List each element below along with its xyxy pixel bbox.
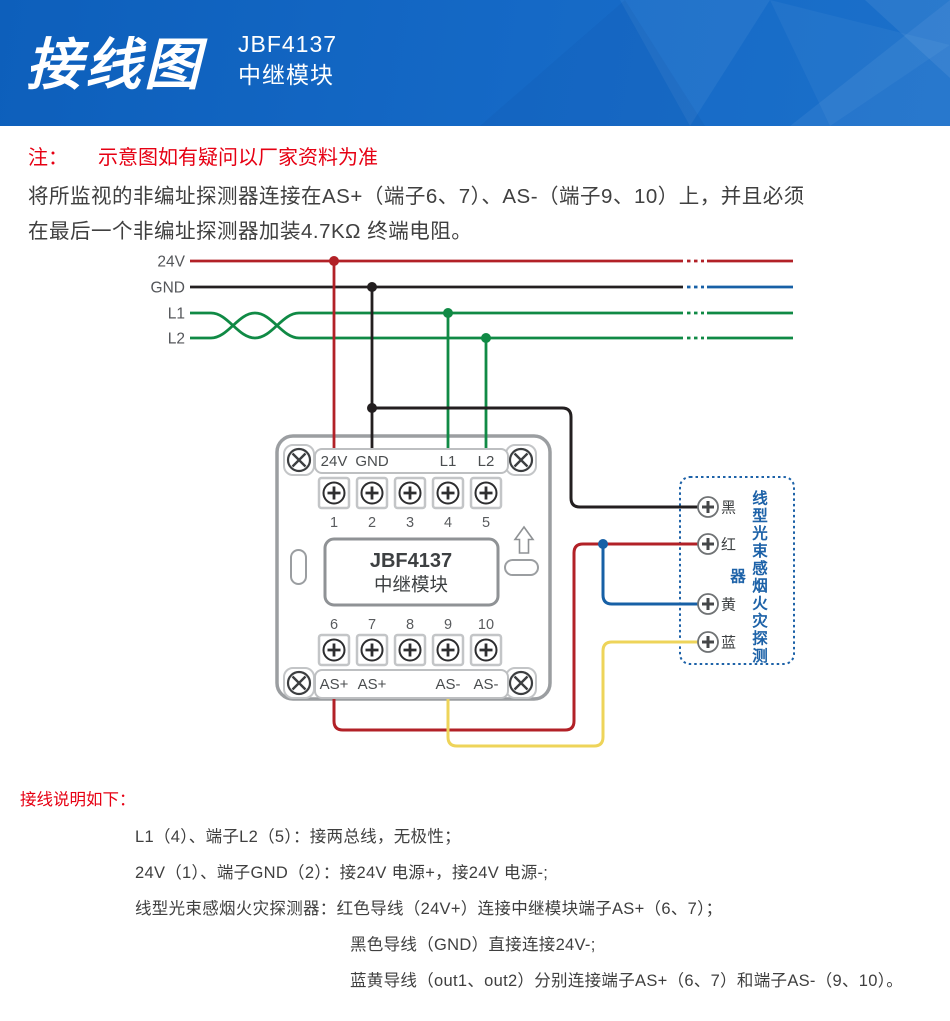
terminal-screw-7: [355, 633, 389, 667]
junction-dot-gnd-branch: [367, 403, 377, 413]
detector-box: [679, 476, 795, 665]
bus-label-l1: L1: [168, 306, 185, 323]
bus-label-gnd: GND: [151, 280, 185, 297]
terminal-screw-8: [393, 633, 427, 667]
terminal-number: 6: [330, 617, 338, 633]
terminal-label-as-plus: AS+: [320, 676, 349, 693]
bottom-terminal-strip: [314, 669, 509, 699]
terminal-number: 10: [478, 617, 494, 633]
left-notch: [290, 549, 307, 585]
note-body-line-2: 在最后一个非编址探测器加装4.7KΩ 终端电阻。: [28, 220, 473, 243]
module-model-text: JBF4137: [370, 550, 452, 572]
terminal-label-as-minus: AS-: [435, 676, 460, 693]
corner-screw-icon: [286, 670, 312, 696]
wire-yellow-to-detector: [446, 640, 699, 748]
instructions-title: 接线说明如下：: [20, 791, 136, 809]
terminal-number: 3: [406, 515, 414, 531]
terminal-label-as-minus: AS-: [473, 676, 498, 693]
top-terminal-strip: [314, 448, 509, 474]
header-banner: 接线图 JBF4137 中继模块: [0, 0, 950, 126]
instruction-line: 线型光束感烟火灾探测器：红色导线（24V+）连接中继模块端子AS+（6、7）；: [135, 900, 723, 918]
product-type: 中继模块: [238, 62, 334, 88]
product-subtitle: JBF4137 中继模块: [238, 29, 337, 91]
bus-label-24v: 24V: [157, 254, 185, 271]
junction-dot-24v: [329, 256, 339, 266]
terminal-screw-9: [431, 633, 465, 667]
terminal-label-gnd: GND: [355, 453, 389, 470]
junction-dot-l2: [481, 333, 491, 343]
corner-screw-icon: [508, 670, 534, 696]
terminal-screw-3: [393, 476, 427, 510]
note-body-line-1: 将所监视的非编址探测器连接在AS+（端子6、7）、AS-（端子9、10）上，并且…: [28, 185, 805, 208]
wiring-diagram: 24V GND L1 L2 24V GND L1 L2 1 2 3 4 5 JB…: [151, 254, 795, 748]
junction-dot-blue-branch: [598, 539, 608, 549]
terminal-screw-2: [355, 476, 389, 510]
note-warning: 示意图如有疑问以厂家资料为准: [98, 147, 378, 169]
terminal-screw-1: [317, 476, 351, 510]
instruction-line: 24V（1）、端子GND（2）：接24V 电源+，接24V 电源-;: [135, 864, 549, 882]
detector-screw-yellow: [696, 592, 720, 616]
terminal-label-l1: L1: [440, 453, 457, 470]
module-type-text: 中继模块: [374, 574, 448, 595]
wire-l2-bus: [190, 311, 683, 340]
detector-terminal-label-yellow: 黄: [721, 597, 736, 614]
instruction-line: 蓝黄导线（out1、out2）分别连接端子AS+（6、7）和端子AS-（9、10…: [350, 972, 904, 990]
terminal-label-as-plus: AS+: [358, 676, 387, 693]
up-arrow-icon: [513, 525, 535, 554]
terminal-screw-5: [469, 476, 503, 510]
terminal-screw-6: [317, 633, 351, 667]
corner-screw-icon: [286, 447, 312, 473]
detector-screw-black: [696, 495, 720, 519]
note-line: 注： 示意图如有疑问以厂家资料为准: [28, 141, 378, 170]
page-title: 接线图: [26, 33, 203, 96]
corner-screw-icon: [508, 447, 534, 473]
wire-black-to-detector: [372, 406, 699, 509]
terminal-screw-4: [431, 476, 465, 510]
note-label: 注：: [28, 147, 68, 169]
terminal-label-l2: L2: [478, 453, 495, 470]
wire-red-to-detector: [332, 542, 699, 732]
terminal-number: 7: [368, 617, 376, 633]
terminal-number: 5: [482, 515, 490, 531]
detector-screw-red: [696, 532, 720, 556]
bus-label-l2: L2: [168, 331, 185, 348]
module-name-plate: [323, 537, 500, 607]
right-notch: [504, 559, 539, 576]
detector-screw-blue: [696, 630, 720, 654]
instruction-line: L1（4）、端子L2（5）：接两总线，无极性；: [135, 828, 461, 846]
instruction-line: 黑色导线（GND）直接连接24V-;: [350, 936, 596, 954]
detector-terminal-label-black: 黑: [721, 500, 736, 517]
wire-blue-to-detector: [601, 544, 699, 606]
detector-title: 线型光束感烟火灾探测器: [728, 489, 767, 665]
product-model: JBF4137: [238, 31, 338, 57]
terminal-number: 1: [330, 515, 338, 531]
junction-dot-gnd: [367, 282, 377, 292]
detector-terminal-label-blue: 蓝: [721, 635, 736, 652]
detector-terminal-label-red: 红: [721, 537, 736, 554]
wire-l1-bus: [190, 311, 683, 340]
terminal-number: 8: [406, 617, 414, 633]
terminal-label-24v: 24V: [321, 453, 348, 470]
junction-dot-l1: [443, 308, 453, 318]
terminal-number: 2: [368, 515, 376, 531]
terminal-number: 9: [444, 617, 452, 633]
terminal-number: 4: [444, 515, 452, 531]
terminal-screw-10: [469, 633, 503, 667]
